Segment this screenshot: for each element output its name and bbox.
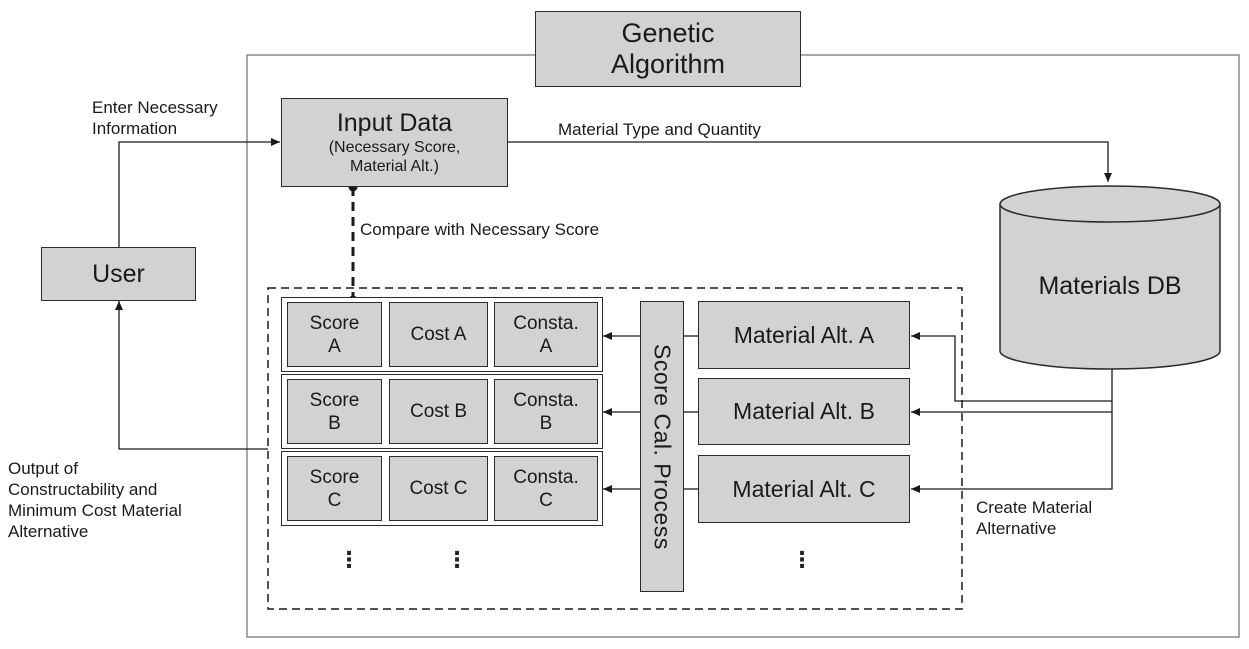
constructability-cell: Consta. A	[494, 302, 598, 367]
score-ellipsis: ⋮	[338, 547, 360, 572]
enter-information-label: Enter Necessary Information	[92, 98, 218, 138]
db-to-alt-c-arrow	[911, 412, 1113, 493]
cost-cell: Cost C	[389, 456, 488, 521]
score-cell: Score A	[287, 302, 382, 367]
input-data-title: Input Data	[336, 109, 453, 137]
score-cell: Score C	[287, 456, 382, 521]
create-material-alternative-label: Create Material Alternative	[976, 498, 1093, 538]
material-alternative-a-box: Material Alt. A	[698, 301, 910, 369]
db-to-alt-a-arrow	[911, 332, 1113, 402]
input-data-box: Input Data (Necessary Score, Material Al…	[281, 98, 508, 187]
material-alternative-label: Material Alt. B	[733, 398, 875, 424]
db-to-alt-b-arrow	[911, 401, 1113, 416]
score-calculation-process-box: Score Cal. Process	[640, 301, 684, 592]
constructability-cell: Consta. C	[494, 456, 598, 521]
output-result-label: Output of Constructability and Minimum C…	[8, 459, 182, 541]
cost-ellipsis: ⋮	[446, 547, 468, 572]
material-ellipsis: ⋮	[791, 547, 813, 572]
output-to-user-arrow	[115, 301, 268, 450]
constructability-cell: Consta. B	[494, 379, 598, 444]
score-calculation-process-label: Score Cal. Process	[649, 343, 676, 550]
input-to-db-arrow	[508, 141, 1112, 182]
material-alternative-b-box: Material Alt. B	[698, 378, 910, 445]
user-to-input-arrow	[118, 138, 280, 247]
materials-db-label: Materials DB	[1038, 271, 1182, 300]
genetic-algorithm-title-box: Genetic Algorithm	[535, 11, 801, 87]
materials-db-cylinder	[999, 185, 1221, 370]
input-data-subtitle: (Necessary Score, Material Alt.)	[328, 139, 461, 175]
material-alternative-c-box: Material Alt. C	[698, 455, 910, 523]
score-cell: Score B	[287, 379, 382, 444]
compare-necessary-score-label: Compare with Necessary Score	[360, 220, 600, 239]
material-type-quantity-label: Material Type and Quantity	[558, 120, 761, 139]
cost-cell: Cost B	[389, 379, 488, 444]
genetic-algorithm-title: Genetic Algorithm	[610, 18, 726, 79]
material-alternative-label: Material Alt. A	[733, 321, 875, 348]
user-box: User	[41, 247, 196, 301]
cost-cell: Cost A	[389, 302, 488, 367]
user-label: User	[92, 259, 145, 288]
material-alternative-label: Material Alt. C	[732, 475, 876, 502]
